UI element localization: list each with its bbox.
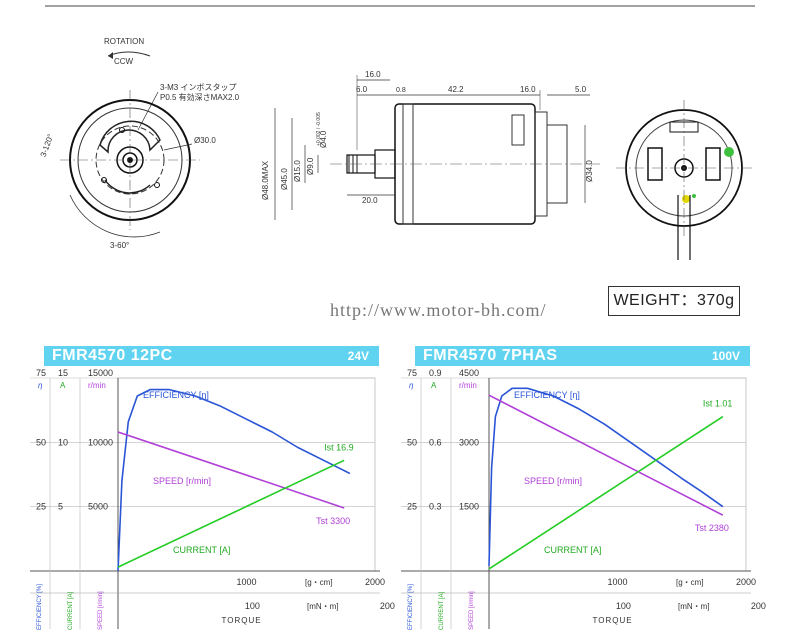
current-curve-label: CURRENT [A] [544,545,601,555]
torque-gcm-unit: [g・cm] [676,578,704,587]
dim-tolerance: +0.002 / -0.005 [316,112,322,146]
speed-axis-label: SPEED [r/min] [98,591,104,630]
torque-mnm-unit: [mN・m] [678,602,710,611]
speed-symbol: r/min [88,381,106,390]
speed-symbol: r/min [459,381,477,390]
dim-45: Ø45.0 [280,168,289,190]
current-symbol: A [60,381,66,390]
dim-34: Ø34.0 [585,160,594,182]
ist-label: Ist 1.01 [703,399,733,409]
torque-mnm-tick: 200 [380,601,395,611]
eff-symbol: η [38,381,43,390]
torque-mnm-tick: 100 [245,601,260,611]
dim-15: Ø15.0 [293,160,302,182]
chart1-model: FMR4570 12PC [52,347,173,364]
current-axis-label: CURRENT [A] [68,591,74,630]
eff-tick: 75 [407,368,417,378]
efficiency-curve-label: EFFICIENCY [η] [514,390,580,400]
speed-axis-label: SPEED [r/min] [469,591,475,630]
eff-axis-label: EFFICIENCY [%] [37,584,43,630]
torque-label: TORQUE [222,616,262,625]
dim-4: Ø4.0 [319,130,328,148]
torque-gcm-tick: 1000 [608,577,628,587]
torque-gcm-tick: 1000 [237,577,257,587]
dia-30-label: Ø30.0 [194,136,216,145]
torque-mnm-unit: [mN・m] [307,602,339,611]
technical-drawing: ROTATION CCW 3-M3 インボスタップ P0.5 有効深さMAX2.… [39,5,755,260]
rotation-label: ROTATION [104,37,144,46]
dim-9: Ø9.0 [306,157,315,175]
torque-gcm-unit: [g・cm] [305,578,333,587]
rotation-dir: CCW [114,57,134,66]
dim-5: 5.0 [575,85,587,94]
current-symbol: A [431,381,437,390]
efficiency-curve-label: EFFICIENCY [η] [143,390,209,400]
dim-42-2: 42.2 [448,85,464,94]
side-view: 16.0 6.0 0.8 42.2 16.0 5.0 Ø48.0MAX Ø45.… [261,70,600,225]
series-line-current [488,415,724,570]
speed-tick: 4500 [459,368,479,378]
ist-label: Ist 16.9 [324,442,354,452]
dim-16a: 16.0 [365,70,381,79]
torque-mnm-tick: 200 [751,601,766,611]
torque-label: TORQUE [593,616,633,625]
torque-gcm-tick: 2000 [736,577,756,587]
rear-view [616,100,752,260]
website-url[interactable]: http://www.motor-bh.com/ [330,300,547,320]
current-tick: 0.3 [429,502,442,512]
tst-label: Tst 3300 [316,516,350,526]
speed-tick: 1500 [459,502,479,512]
plot-frame [488,377,747,572]
current-tick: 10 [58,437,68,447]
current-tick: 15 [58,368,68,378]
series-line-current [117,459,345,568]
dim-6: 6.0 [356,85,368,94]
chart1-header: FMR4570 12PC 24V [44,346,379,366]
speed-curve-label: SPEED [r/min] [153,476,211,486]
chart2-header: FMR4570 7PHAS 100V [415,346,750,366]
eff-tick: 75 [36,368,46,378]
weight-box: WEIGHT：370g [608,286,740,316]
current-tick: 0.6 [429,437,442,447]
dim-20: 20.0 [362,196,378,205]
torque-gcm-tick: 2000 [365,577,385,587]
speed-tick: 5000 [88,502,108,512]
eff-axis-label: EFFICIENCY [%] [408,584,414,630]
series-line-efficiency [117,388,351,572]
series-line-speed [488,394,724,516]
hole-note-2: P0.5 有効深さMAX2.0 [160,92,240,102]
current-axis-label: CURRENT [A] [439,591,445,630]
chart2-voltage: 100V [711,349,740,363]
front-view: ROTATION CCW 3-M3 インボスタップ P0.5 有効深さMAX2.… [39,37,240,250]
eff-tick: 25 [36,502,46,512]
speed-tick: 10000 [88,437,113,447]
current-tick: 5 [58,502,63,512]
eff-tick: 25 [407,502,417,512]
chart1-voltage: 24V [347,349,369,363]
current-tick: 0.9 [429,368,442,378]
torque-mnm-tick: 100 [616,601,631,611]
hole-note-1: 3-M3 インボスタップ [160,83,236,92]
speed-curve-label: SPEED [r/min] [524,476,582,486]
rotation-arrow-icon [107,51,151,57]
angle-120-label: 3-120° [39,133,56,158]
chart2-model: FMR4570 7PHAS [423,347,558,364]
speed-tick: 3000 [459,437,479,447]
tst-label: Tst 2380 [695,523,729,533]
dim-48: Ø48.0MAX [261,160,270,200]
dim-0-8: 0.8 [396,87,406,94]
dim-16b: 16.0 [520,85,536,94]
series-line-efficiency [488,387,724,566]
speed-tick: 15000 [88,368,113,378]
eff-tick: 50 [407,437,417,447]
eff-tick: 50 [36,437,46,447]
current-curve-label: CURRENT [A] [173,545,230,555]
angle-60-label: 3-60° [110,241,129,250]
series-line-speed [117,431,345,509]
eff-symbol: η [409,381,414,390]
